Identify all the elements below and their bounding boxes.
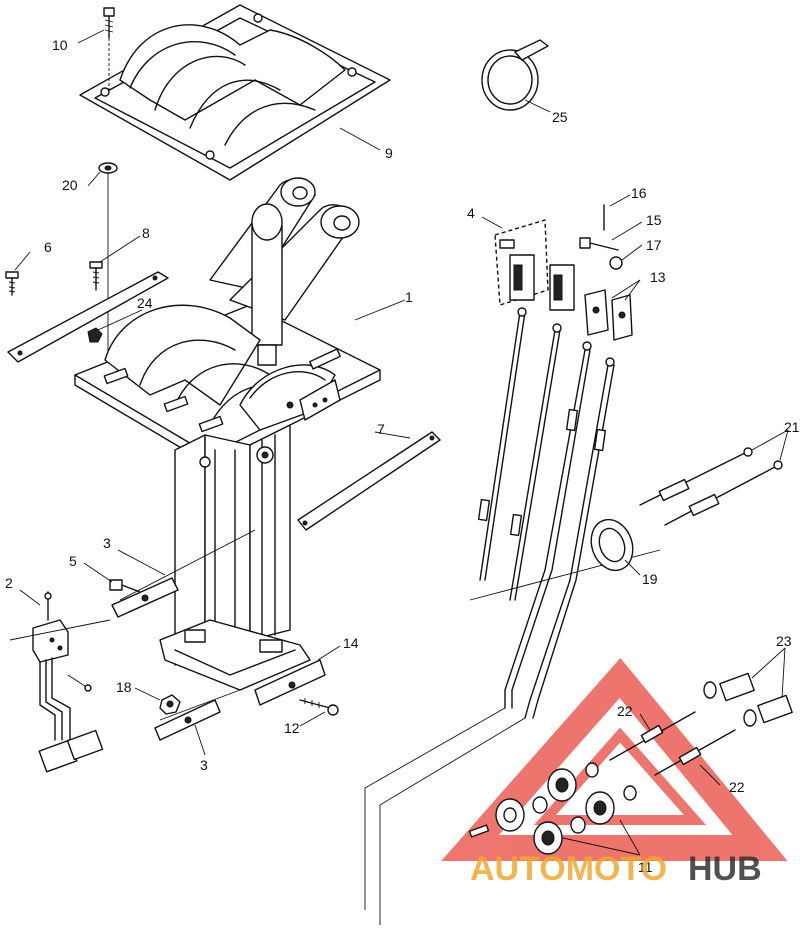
watermark-text-hub: HUB bbox=[688, 850, 762, 888]
callout-labels: 1 2 3 3 4 5 6 7 8 9 10 11 12 13 14 15 16… bbox=[5, 37, 800, 875]
callout-7: 7 bbox=[377, 421, 385, 437]
callout-19: 19 bbox=[642, 571, 658, 587]
callout-16: 16 bbox=[631, 185, 647, 201]
plate-part-14 bbox=[254, 659, 326, 706]
washer-part-20 bbox=[98, 162, 118, 370]
control-cables bbox=[364, 307, 661, 925]
grommet-part-19 bbox=[590, 518, 634, 572]
bracket-bar-part-24 bbox=[7, 271, 169, 363]
cable-tie-part-25 bbox=[481, 39, 549, 111]
callout-25: 25 bbox=[552, 109, 568, 125]
callout-6: 6 bbox=[44, 239, 52, 255]
leader-lines bbox=[14, 29, 789, 856]
control-box-part-1 bbox=[74, 177, 381, 721]
bushing-part-11 bbox=[468, 762, 637, 855]
callout-2: 2 bbox=[5, 575, 13, 591]
callout-18: 18 bbox=[116, 679, 132, 695]
watermark-brand: AUTOMOTO HUB bbox=[470, 850, 762, 888]
callout-9: 9 bbox=[385, 145, 393, 161]
callout-20: 20 bbox=[62, 177, 78, 193]
callout-22-upper: 22 bbox=[617, 703, 633, 719]
bolt-part-15 bbox=[579, 237, 619, 251]
bolt-part-12 bbox=[299, 698, 339, 716]
cable-bracket-part-4 bbox=[494, 219, 575, 311]
bracket-bar-part-7 bbox=[297, 431, 441, 531]
top-cover-part-9 bbox=[79, 4, 391, 181]
callout-5: 5 bbox=[69, 553, 77, 569]
callout-17: 17 bbox=[646, 237, 662, 253]
callout-3-lower: 3 bbox=[200, 757, 208, 773]
callout-12: 12 bbox=[284, 720, 300, 736]
neutral-switch-part-2 bbox=[9, 591, 111, 773]
bolt-part-5 bbox=[109, 579, 141, 593]
nut-part-18 bbox=[159, 694, 181, 715]
callout-22-lower: 22 bbox=[729, 779, 745, 795]
callout-15: 15 bbox=[646, 212, 662, 228]
clevis-part-13 bbox=[584, 289, 633, 341]
callout-14: 14 bbox=[343, 635, 359, 651]
clip-part-17 bbox=[609, 256, 623, 270]
cable-part-21 bbox=[639, 447, 783, 526]
callout-11: 11 bbox=[638, 859, 653, 875]
callout-3-upper: 3 bbox=[103, 535, 111, 551]
screw-part-6 bbox=[5, 271, 19, 296]
callout-4: 4 bbox=[467, 205, 475, 221]
watermark-text-automoto: AUTOMOTO bbox=[470, 850, 667, 888]
rod-part-22-a bbox=[609, 711, 696, 761]
screw-part-10 bbox=[103, 7, 115, 92]
plate-part-3-upper bbox=[111, 577, 179, 618]
fitting-part-23 bbox=[703, 672, 793, 727]
plate-part-3-lower bbox=[154, 699, 221, 741]
callout-21: 21 bbox=[784, 419, 800, 435]
screw-part-8 bbox=[89, 261, 103, 291]
callout-10: 10 bbox=[52, 37, 68, 53]
callout-24: 24 bbox=[137, 295, 153, 311]
callout-8: 8 bbox=[142, 225, 150, 241]
rod-part-22-b bbox=[654, 729, 736, 776]
callout-1: 1 bbox=[405, 289, 413, 305]
callout-23: 23 bbox=[776, 633, 792, 649]
callout-13: 13 bbox=[650, 269, 666, 285]
nut-part-24 bbox=[87, 327, 103, 343]
